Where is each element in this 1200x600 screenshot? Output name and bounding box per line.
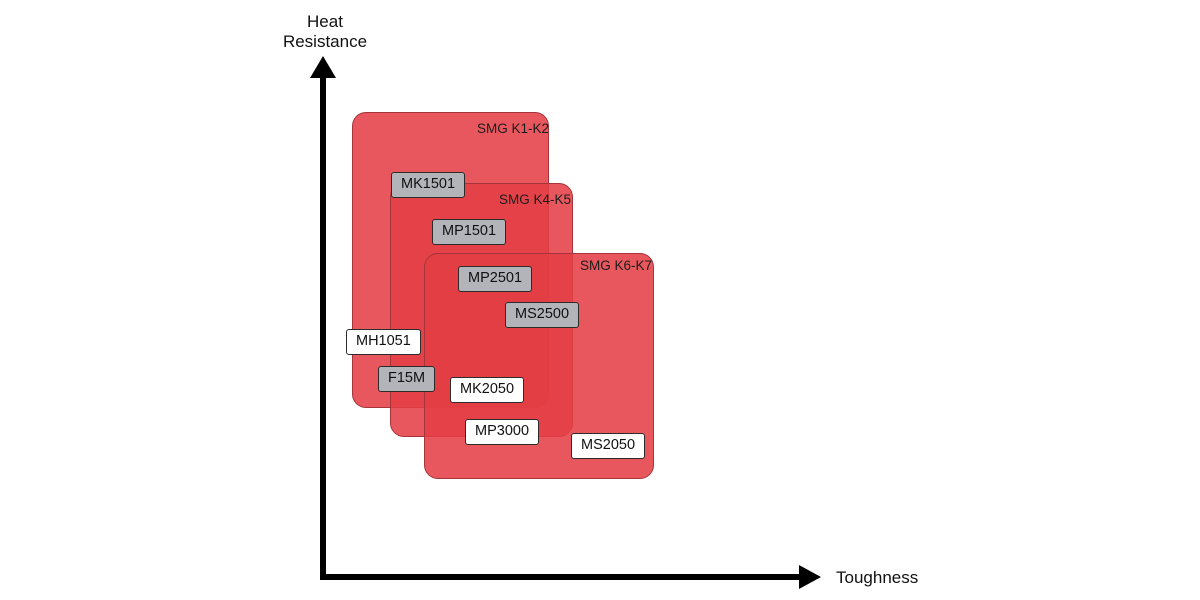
y-axis-label: Heat Resistance bbox=[240, 12, 410, 52]
x-axis-line bbox=[320, 574, 802, 580]
group-label-smg-k6-k7: SMG K6-K7 bbox=[580, 258, 653, 273]
y-axis-line bbox=[320, 70, 326, 580]
product-tag-mp3000: MP3000 bbox=[465, 419, 540, 445]
product-tag-mh1051: MH1051 bbox=[346, 329, 421, 355]
group-label-smg-k1-k2: SMG K1-K2 bbox=[477, 121, 550, 136]
y-axis-label-line2: Resistance bbox=[282, 32, 368, 52]
product-tag-ms2050: MS2050 bbox=[571, 433, 646, 459]
product-tag-mp2501: MP2501 bbox=[458, 266, 533, 292]
y-axis-arrowhead-icon bbox=[310, 56, 336, 78]
x-axis-label: Toughness bbox=[836, 568, 919, 587]
product-tag-ms2500: MS2500 bbox=[505, 302, 580, 328]
x-axis-arrowhead-icon bbox=[799, 565, 821, 589]
product-tag-mk1501: MK1501 bbox=[391, 172, 466, 198]
product-tag-mk2050: MK2050 bbox=[450, 377, 525, 403]
product-tag-mp1501: MP1501 bbox=[432, 219, 507, 245]
group-label-smg-k4-k5: SMG K4-K5 bbox=[499, 192, 572, 207]
y-axis-label-line1: Heat bbox=[307, 12, 343, 31]
product-tag-f15m: F15M bbox=[378, 366, 436, 392]
